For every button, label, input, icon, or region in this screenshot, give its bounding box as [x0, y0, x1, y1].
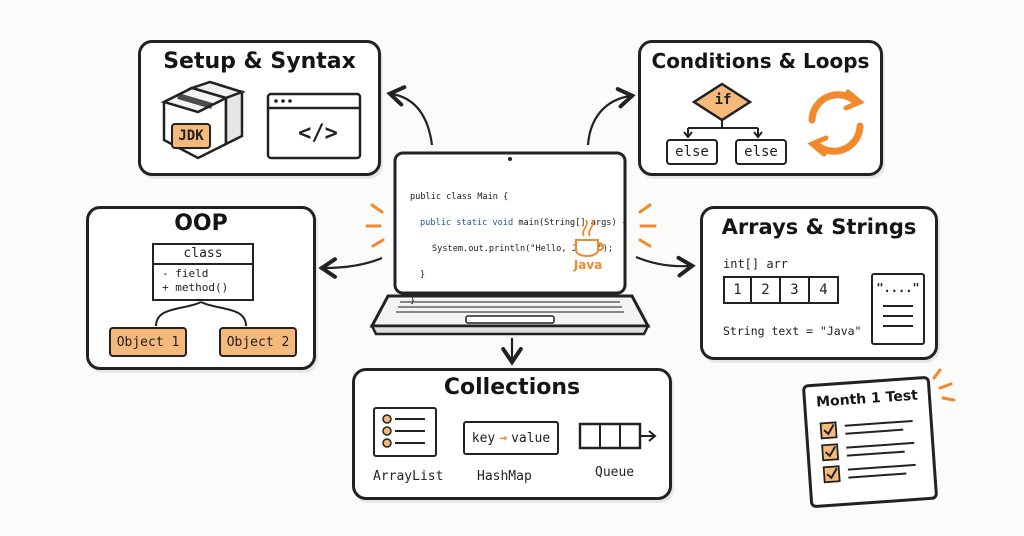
- collections-title: Collections: [443, 375, 581, 400]
- code-line-5: }: [410, 296, 416, 306]
- arrow-to-oop: [318, 256, 383, 279]
- collections-card: Collections ArrayList key → value HashMa…: [352, 368, 672, 500]
- hashmap-label: HashMap: [477, 469, 532, 484]
- conditions-loops-card: Conditions & Loops if else else: [638, 40, 883, 176]
- arrays-strings-card: Arrays & Strings int[] arr 1 2 3 4 Strin…: [700, 206, 938, 360]
- string-document-icon: "....": [871, 273, 925, 345]
- array-cell: 4: [810, 276, 839, 304]
- array-declaration: int[] arr: [723, 257, 789, 271]
- class-name: class: [183, 246, 223, 261]
- month-test-card: Month 1 Test: [801, 375, 939, 509]
- queue-label: Queue: [595, 465, 635, 480]
- code-line-2-keyword: public static void: [420, 218, 514, 228]
- code-line-1: public class Main {: [410, 192, 509, 202]
- else-box-right: else: [735, 139, 787, 165]
- arrays-strings-title: Arrays & Strings: [721, 215, 917, 239]
- jdk-label: JDK: [171, 123, 211, 149]
- string-declaration: String text = "Java": [723, 324, 862, 338]
- class-method: + method(): [162, 281, 229, 294]
- code-line-4: }: [420, 270, 426, 280]
- setup-syntax-card: Setup & Syntax JDK </>: [138, 40, 381, 176]
- queue-icon: [578, 422, 657, 450]
- arrow-right-icon: →: [499, 430, 508, 446]
- hashmap-icon: key → value: [463, 421, 559, 455]
- checklist: [819, 419, 916, 484]
- setup-syntax-title: Setup & Syntax: [163, 49, 356, 74]
- inheritance-lines: [155, 301, 247, 327]
- decision-diamond-icon: [683, 82, 763, 139]
- class-diagram-box: class - field + method(): [152, 243, 254, 301]
- checkbox-icon: [819, 421, 841, 484]
- browser-window-icon: [266, 92, 362, 160]
- code-line-2-rest: main(String[] args) {: [513, 218, 627, 228]
- sparkle-dashes: [365, 203, 956, 402]
- arraylist-label: ArrayList: [373, 469, 444, 484]
- java-label: Java: [573, 258, 603, 272]
- array-cells: 1 2 3 4: [723, 276, 839, 304]
- code-tag-icon: </>: [298, 121, 338, 146]
- else-box-left: else: [666, 139, 718, 165]
- oop-title: OOP: [174, 211, 228, 236]
- string-quote-label: "....": [876, 281, 920, 295]
- oop-card: OOP class - field + method() Object 1 Ob…: [86, 206, 316, 370]
- object2-box: Object 2: [219, 327, 297, 357]
- array-cell: 3: [781, 276, 810, 304]
- loop-arrows-icon: [807, 89, 865, 157]
- object1-box: Object 1: [109, 327, 187, 357]
- array-cell: 2: [752, 276, 781, 304]
- class-field: - field: [162, 267, 209, 280]
- arrow-to-setup: [386, 85, 434, 146]
- arrow-to-arrays: [635, 255, 696, 278]
- hashmap-value: value: [511, 430, 551, 446]
- hashmap-key: key: [471, 430, 496, 446]
- arraylist-icon: [373, 407, 437, 457]
- if-label: if: [714, 92, 732, 108]
- arrow-to-conditions: [586, 87, 636, 146]
- array-cell: 1: [723, 276, 752, 304]
- conditions-loops-title: Conditions & Loops: [651, 49, 870, 73]
